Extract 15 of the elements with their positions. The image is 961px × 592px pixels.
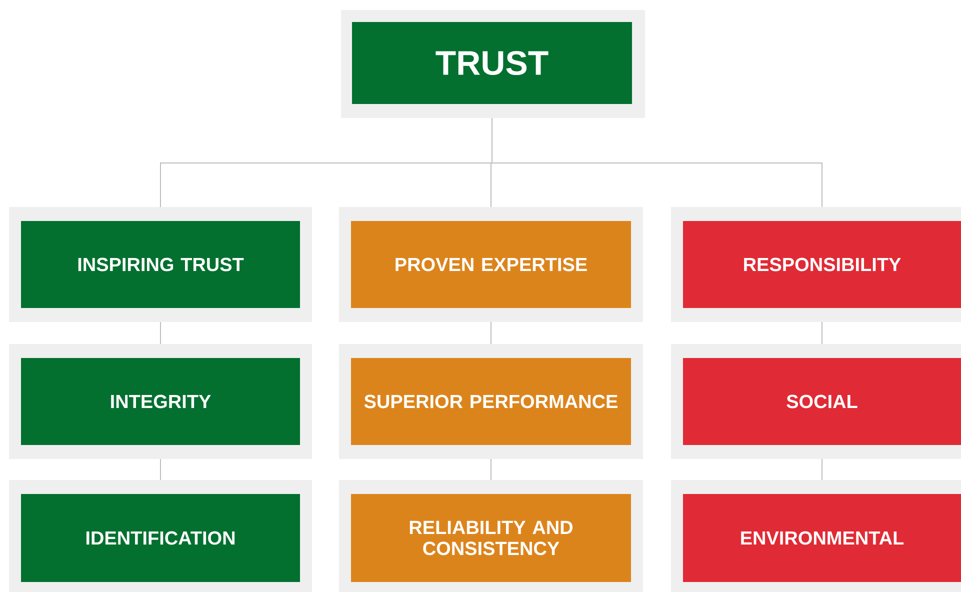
label-box: SOCIAL xyxy=(671,344,961,459)
label-box: RESPONSIBILITY xyxy=(671,207,961,322)
connector-line xyxy=(490,322,492,344)
label-box: INSPIRING TRUST xyxy=(9,207,312,322)
label-box: IDENTIFICATION xyxy=(9,480,312,592)
label-box: SUPERIOR PERFORMANCE xyxy=(339,344,643,459)
label-box: ENVIRONMENTAL xyxy=(671,480,961,592)
label-box: RELIABILITY AND CONSISTENCY xyxy=(339,480,643,592)
connector-line xyxy=(490,458,492,480)
label-box: TRUST xyxy=(341,10,645,118)
connector-line xyxy=(492,118,822,208)
connector-line xyxy=(160,322,161,344)
label-box: INTEGRITY xyxy=(9,344,312,459)
label-box: PROVEN EXPERTISE xyxy=(339,207,643,322)
connector-line xyxy=(160,458,161,480)
